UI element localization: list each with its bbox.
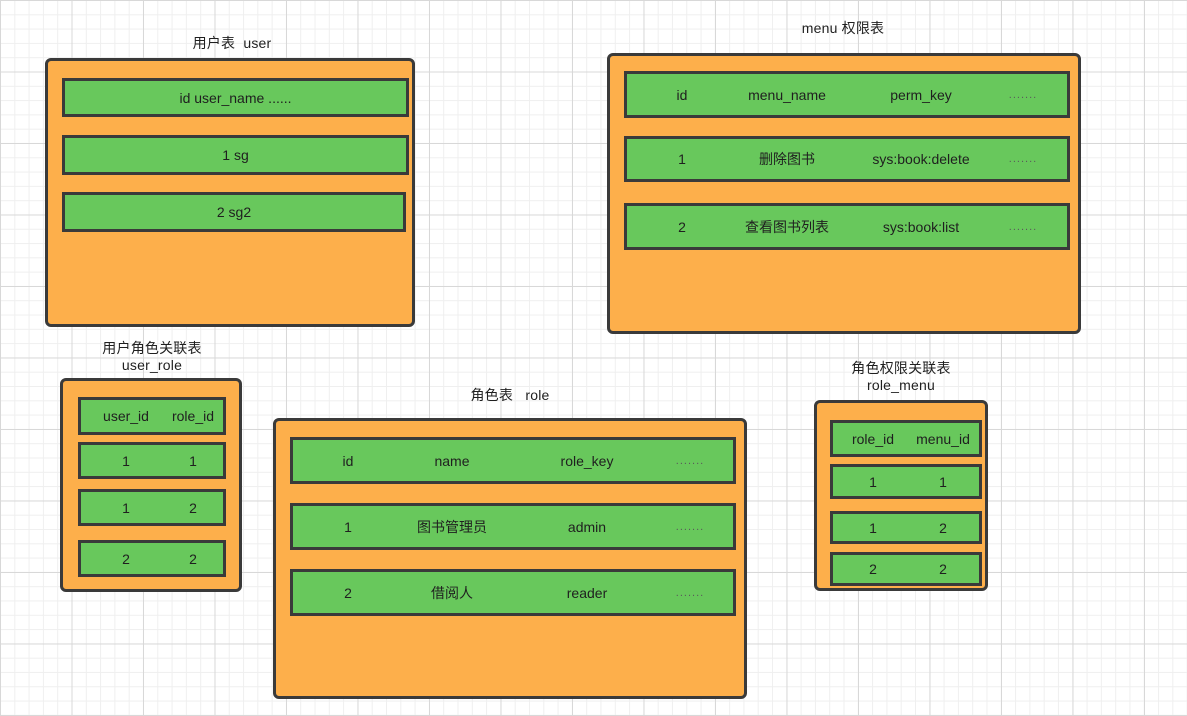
table-row[interactable]: id name role_key ....... (290, 437, 736, 484)
table-row[interactable]: 2 2 (830, 552, 982, 586)
cell-id: 2 (344, 584, 352, 601)
cell-menu-id: 2 (939, 519, 947, 536)
cell-name: 借阅人 (431, 584, 473, 601)
cell-user-id: 2 (122, 550, 130, 567)
caption-menu-table: menu 权限表 (801, 20, 885, 36)
table-row[interactable]: 2 2 (78, 540, 226, 577)
cell-role-key: reader (566, 584, 608, 601)
cell-perm-key: sys:book:list (882, 218, 960, 235)
cell-perm-key: sys:book:delete (872, 151, 970, 167)
cell-ellipsis: ....... (675, 586, 705, 599)
cell-ellipsis: ....... (675, 520, 705, 533)
entity-user[interactable]: id user_name ...... 1 sg 2 sg2 (45, 58, 415, 327)
cell-menu-name: 查看图书列表 (745, 218, 829, 235)
cell-role-id: 1 (869, 473, 877, 490)
cell-role-id: 2 (869, 561, 877, 577)
cell-ellipsis: ....... (1008, 153, 1038, 165)
cell-ellipsis: ....... (675, 454, 705, 467)
caption-user-role-table-line1: 用户角色关联表 (102, 340, 202, 356)
cell-role-id: 1 (869, 519, 877, 536)
cell-menu-name: 删除图书 (759, 151, 815, 167)
cell-name: name (434, 452, 470, 469)
table-row[interactable]: role_id menu_id (830, 420, 982, 457)
table-row[interactable]: 1 sg (62, 135, 409, 175)
cell-ellipsis: ....... (1008, 88, 1038, 101)
cell-id: id (342, 452, 354, 469)
entity-user-role[interactable]: user_id role_id 1 1 1 2 2 2 (60, 378, 242, 592)
cell-role-id: 2 (189, 550, 197, 567)
table-row[interactable]: 1 1 (830, 464, 982, 499)
caption-user-role-table-line2: user_role (121, 357, 183, 373)
cell-perm-key: perm_key (890, 86, 952, 103)
cell-role-id: 1 (189, 452, 197, 469)
cell-name: 图书管理员 (417, 518, 487, 535)
table-row[interactable]: id user_name ...... (62, 78, 409, 117)
row-text: 2 sg2 (216, 204, 252, 220)
table-row[interactable]: id menu_name perm_key ....... (624, 71, 1070, 118)
caption-role-menu-table-line1: 角色权限关联表 (851, 360, 951, 376)
table-row[interactable]: 1 1 (78, 442, 226, 479)
entity-role[interactable]: id name role_key ....... 1 图书管理员 admin .… (273, 418, 747, 699)
caption-role-table: 角色表 role (470, 387, 550, 403)
cell-role-id: 2 (189, 499, 197, 516)
cell-id: 2 (678, 218, 686, 235)
caption-user-table: 用户表 user (192, 35, 272, 51)
cell-menu-name: menu_name (748, 86, 826, 103)
caption-role-menu-table-line2: role_menu (867, 377, 935, 393)
entity-menu[interactable]: id menu_name perm_key ....... 1 删除图书 sys… (607, 53, 1081, 334)
cell-menu-id: 1 (939, 473, 947, 490)
cell-user-id: user_id (103, 408, 149, 424)
table-row[interactable]: 1 删除图书 sys:book:delete ....... (624, 136, 1070, 182)
cell-role-key: role_key (560, 452, 614, 469)
row-text: id user_name ...... (179, 89, 292, 106)
table-row[interactable]: 1 2 (830, 511, 982, 544)
cell-id: 1 (344, 518, 352, 535)
table-row[interactable]: 2 借阅人 reader ....... (290, 569, 736, 616)
cell-id: 1 (678, 151, 686, 167)
table-row[interactable]: 1 2 (78, 489, 226, 526)
cell-role-id: role_id (851, 430, 895, 447)
entity-role-menu[interactable]: role_id menu_id 1 1 1 2 2 2 (814, 400, 988, 591)
table-row[interactable]: 1 图书管理员 admin ....... (290, 503, 736, 550)
cell-user-id: 1 (122, 499, 130, 516)
table-row[interactable]: 2 查看图书列表 sys:book:list ....... (624, 203, 1070, 250)
cell-id: id (676, 86, 688, 103)
cell-role-key: admin (567, 518, 607, 535)
cell-ellipsis: ....... (1008, 220, 1038, 233)
table-row[interactable]: 2 sg2 (62, 192, 406, 232)
table-row[interactable]: user_id role_id (78, 397, 226, 435)
cell-menu-id: menu_id (916, 430, 970, 447)
cell-menu-id: 2 (939, 561, 947, 577)
row-text: 1 sg (222, 147, 249, 163)
cell-user-id: 1 (122, 452, 130, 469)
cell-role-id: role_id (171, 408, 215, 424)
